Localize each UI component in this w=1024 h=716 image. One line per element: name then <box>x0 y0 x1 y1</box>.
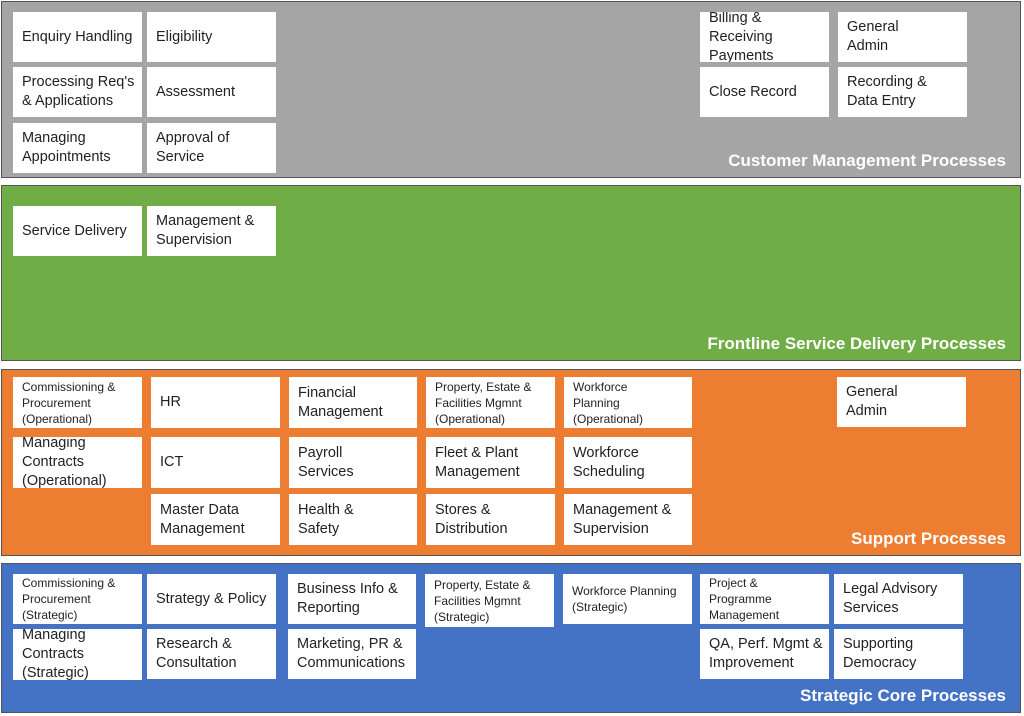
process-box-managing-contracts-strategic: Managing Contracts (Strategic) <box>13 629 142 680</box>
process-box-strategy-policy: Strategy & Policy <box>147 574 276 624</box>
process-box-enquiry-handling: Enquiry Handling <box>13 12 142 62</box>
process-box-management-supervision-support: Management & Supervision <box>564 494 692 545</box>
process-box-eligibility: Eligibility <box>147 12 276 62</box>
process-box-financial-management: Financial Management <box>289 377 417 428</box>
band-title-customer-management: Customer Management Processes <box>728 151 1006 170</box>
process-box-general-admin-customer: General Admin <box>838 12 967 62</box>
process-box-supporting-democracy: Supporting Democracy <box>834 629 963 679</box>
process-box-health-safety: Health & Safety <box>289 494 417 545</box>
process-box-processing-applications: Processing Req's & Applications <box>13 67 142 117</box>
process-box-workforce-planning-operational: Workforce Planning (Operational) <box>564 377 692 428</box>
process-box-approval-of-service: Approval of Service <box>147 123 276 173</box>
process-box-billing-receiving-payments: Billing & Receiving Payments <box>700 12 829 62</box>
band-title-support: Support Processes <box>851 529 1006 548</box>
process-box-recording-data-entry: Recording & Data Entry <box>838 67 967 117</box>
process-box-master-data-management: Master Data Management <box>151 494 280 545</box>
process-box-workforce-planning-strategic: Workforce Planning (Strategic) <box>563 574 692 624</box>
process-box-ict: ICT <box>151 437 280 488</box>
process-box-stores-distribution: Stores & Distribution <box>426 494 555 545</box>
process-box-close-record: Close Record <box>700 67 829 117</box>
band-title-frontline-service-delivery: Frontline Service Delivery Processes <box>707 334 1006 353</box>
process-box-general-admin-support: General Admin <box>837 377 966 427</box>
band-title-strategic-core: Strategic Core Processes <box>800 686 1006 705</box>
process-box-research-consultation: Research & Consultation <box>147 629 276 679</box>
process-box-service-delivery: Service Delivery <box>13 206 142 256</box>
process-box-management-supervision-frontline: Management & Supervision <box>147 206 276 256</box>
process-box-marketing-pr-communications: Marketing, PR & Communications <box>288 629 416 679</box>
process-box-property-estate-facilities-strategic: Property, Estate & Facilities Mgmnt (Str… <box>425 574 554 627</box>
process-box-commissioning-procurement-strategic: Commissioning & Procurement (Strategic) <box>13 574 142 624</box>
process-box-legal-advisory-services: Legal Advisory Services <box>834 574 963 624</box>
process-box-managing-appointments: Managing Appointments <box>13 123 142 173</box>
process-box-managing-contracts-operational: Managing Contracts (Operational) <box>13 437 142 488</box>
process-box-business-info-reporting: Business Info & Reporting <box>288 574 416 624</box>
process-box-payroll-services: Payroll Services <box>289 437 417 488</box>
process-box-hr: HR <box>151 377 280 428</box>
process-box-commissioning-procurement-operational: Commissioning & Procurement (Operational… <box>13 377 142 428</box>
process-box-qa-performance-improvement: QA, Perf. Mgmt & Improvement <box>700 629 829 679</box>
process-box-project-programme-management: Project & Programme Management <box>700 574 829 624</box>
process-box-fleet-plant-management: Fleet & Plant Management <box>426 437 555 488</box>
process-box-assessment: Assessment <box>147 67 276 117</box>
process-box-workforce-scheduling: Workforce Scheduling <box>564 437 692 488</box>
process-box-property-estate-facilities-operational: Property, Estate & Facilities Mgmnt (Ope… <box>426 377 555 428</box>
